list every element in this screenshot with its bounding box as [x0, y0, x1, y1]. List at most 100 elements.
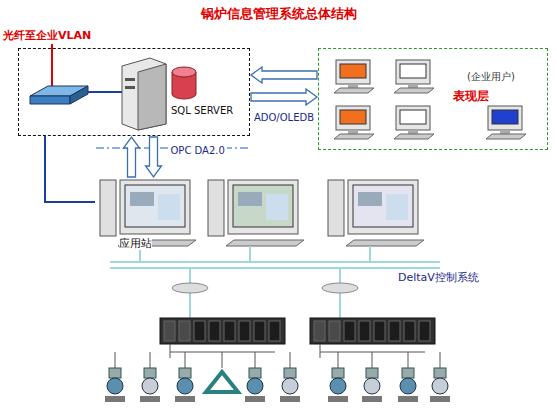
- keyboard: [226, 240, 304, 246]
- keyboard: [334, 88, 374, 93]
- node-text: 应用站: [119, 237, 152, 250]
- switch-front: [30, 96, 70, 104]
- hollow-arrow: [146, 137, 162, 177]
- transmitter-head: [179, 368, 191, 378]
- monitor: [488, 106, 522, 130]
- transmitter-head: [332, 368, 344, 378]
- flange: [175, 396, 195, 402]
- transmitter-body: [142, 378, 158, 394]
- io-card: [194, 321, 205, 341]
- field-wire: [320, 344, 321, 358]
- flange: [105, 396, 125, 402]
- hollow-arrow: [251, 89, 317, 105]
- pc-tower: [100, 180, 116, 236]
- server-side: [138, 64, 166, 130]
- network-label: 光纤至企业VLAN: [3, 29, 91, 42]
- io-card: [179, 321, 190, 341]
- io-card: [389, 321, 400, 341]
- network-cable: [110, 261, 440, 263]
- stand: [348, 84, 358, 88]
- node-text: (企业用户): [467, 71, 515, 83]
- server-slot: [125, 78, 135, 81]
- transmitter-body: [247, 378, 263, 394]
- io-card: [254, 321, 265, 341]
- screen: [125, 185, 185, 227]
- keyboard: [394, 134, 434, 139]
- keyboard: [334, 134, 374, 139]
- pc-tower: [328, 180, 344, 236]
- flange: [280, 396, 300, 402]
- user-region: (企业用户) 表现层: [318, 48, 548, 150]
- io-card: [344, 321, 355, 341]
- screen: [400, 110, 426, 124]
- flange: [328, 396, 348, 402]
- flange: [245, 396, 265, 402]
- io-card: [269, 321, 280, 341]
- screen: [492, 110, 518, 124]
- monitor: [336, 60, 370, 84]
- server-region: SQL SERVER: [18, 48, 250, 136]
- flange: [398, 396, 418, 402]
- hub: [172, 283, 208, 293]
- io-card: [224, 321, 235, 341]
- transmitter-body: [400, 378, 416, 394]
- network-cable: [110, 267, 440, 269]
- database-top: [172, 67, 196, 77]
- controller-rack: [160, 318, 285, 344]
- flange: [140, 396, 160, 402]
- screen-window: [238, 192, 262, 206]
- monitor: [228, 180, 298, 234]
- lan-wire: [45, 136, 95, 202]
- io-card: [164, 321, 175, 341]
- pc-tower: [208, 180, 224, 236]
- field-wire: [150, 352, 151, 368]
- stand: [408, 130, 418, 134]
- io-card: [209, 321, 220, 341]
- screen-window: [130, 192, 154, 206]
- deltav-network: [110, 246, 440, 318]
- server-tower: [122, 58, 166, 130]
- field-wire: [185, 352, 186, 368]
- screen: [233, 185, 293, 227]
- field-wire: [338, 352, 339, 368]
- io-card: [314, 321, 325, 341]
- monitor: [120, 180, 190, 234]
- hollow-arrow: [124, 137, 140, 177]
- screen: [340, 64, 366, 78]
- keyboard: [486, 134, 526, 139]
- screen: [400, 64, 426, 78]
- node-subtext: 表现层: [453, 89, 489, 103]
- network-drop: [369, 246, 371, 262]
- application-station: 应用站: [95, 178, 190, 254]
- transmitter-body: [282, 378, 298, 394]
- keyboard: [394, 88, 434, 93]
- stand: [408, 84, 418, 88]
- fiber-line: [51, 44, 53, 88]
- io-card: [374, 321, 385, 341]
- monitor: [348, 180, 418, 234]
- title: 锅炉信息管理系统总体结构: [0, 6, 557, 22]
- lan-cable: [88, 91, 122, 93]
- screen-window: [266, 194, 288, 220]
- switch-side: [70, 86, 88, 104]
- hub: [322, 283, 358, 293]
- field-wire: [408, 352, 409, 368]
- transmitter-head: [402, 368, 414, 378]
- io-card: [419, 321, 430, 341]
- data-flow-arrows: [251, 67, 317, 105]
- transmitter-body: [177, 378, 193, 394]
- io-card: [359, 321, 370, 341]
- monitor: [396, 60, 430, 84]
- transmitter-head: [109, 368, 121, 378]
- field-wire: [290, 352, 291, 368]
- network-drop: [249, 246, 251, 262]
- node-text: SQL SERVER: [171, 105, 233, 117]
- screen-window: [158, 194, 180, 220]
- field-wire: [440, 352, 441, 368]
- edge-label: OPC DA2.0: [169, 145, 227, 157]
- field-wire: [170, 344, 171, 358]
- field-wire: [115, 352, 116, 368]
